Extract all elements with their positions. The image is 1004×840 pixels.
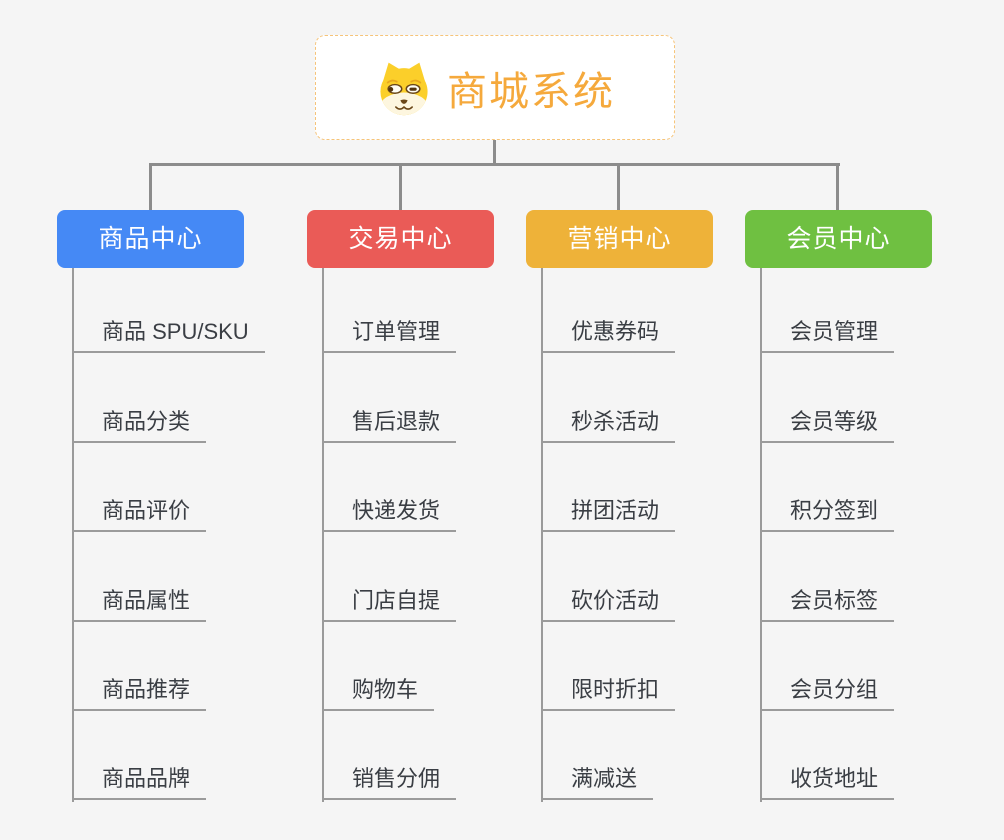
leaf-node[interactable]: 拼团活动 — [541, 498, 676, 532]
leaf-node[interactable]: 销售分佣 — [322, 766, 457, 800]
leaf-node[interactable]: 会员管理 — [760, 319, 895, 353]
leaf-node[interactable]: 积分签到 — [760, 498, 895, 532]
branch-node-member-center[interactable]: 会员中心 — [745, 210, 932, 268]
root-node[interactable]: 商城系统 — [315, 35, 675, 140]
leaf-node[interactable]: 秒杀活动 — [541, 409, 676, 443]
branch-node-trade-center[interactable]: 交易中心 — [307, 210, 494, 268]
leaf-node[interactable]: 门店自提 — [322, 588, 457, 622]
connector-root-trunk — [493, 139, 496, 165]
leaf-node[interactable]: 满减送 — [541, 766, 654, 800]
leaf-node[interactable]: 优惠券码 — [541, 319, 676, 353]
leaf-node[interactable]: 商品 SPU/SKU — [72, 319, 265, 353]
leaf-node[interactable]: 商品推荐 — [72, 677, 207, 711]
branch-node-product-center[interactable]: 商品中心 — [57, 210, 244, 268]
leaf-node[interactable]: 售后退款 — [322, 409, 457, 443]
leaf-node[interactable]: 会员等级 — [760, 409, 895, 443]
leaf-node[interactable]: 商品属性 — [72, 588, 207, 622]
leaf-node[interactable]: 购物车 — [322, 677, 435, 711]
connector-drop-product-center — [149, 163, 152, 210]
connector-child-trunk-member-center — [760, 268, 762, 802]
leaf-node[interactable]: 会员分组 — [760, 677, 895, 711]
leaf-node[interactable]: 砍价活动 — [541, 588, 676, 622]
leaf-node[interactable]: 收货地址 — [760, 766, 895, 800]
leaf-node[interactable]: 限时折扣 — [541, 677, 676, 711]
leaf-node[interactable]: 商品评价 — [72, 498, 207, 532]
connector-child-trunk-trade-center — [322, 268, 324, 802]
connector-drop-member-center — [836, 163, 839, 210]
leaf-node[interactable]: 快递发货 — [322, 498, 457, 532]
connector-child-trunk-product-center — [72, 268, 74, 802]
connector-child-trunk-marketing-center — [541, 268, 543, 802]
connector-horizontal-spine — [149, 163, 840, 166]
branch-node-marketing-center[interactable]: 营销中心 — [526, 210, 713, 268]
root-title: 商城系统 — [447, 69, 615, 114]
connector-drop-marketing-center — [617, 163, 620, 210]
leaf-node[interactable]: 订单管理 — [322, 319, 457, 353]
leaf-node[interactable]: 商品分类 — [72, 409, 207, 443]
dog-face-icon — [380, 62, 428, 115]
leaf-node[interactable]: 会员标签 — [760, 588, 895, 622]
connector-drop-trade-center — [399, 163, 402, 210]
leaf-node[interactable]: 商品品牌 — [72, 766, 207, 800]
